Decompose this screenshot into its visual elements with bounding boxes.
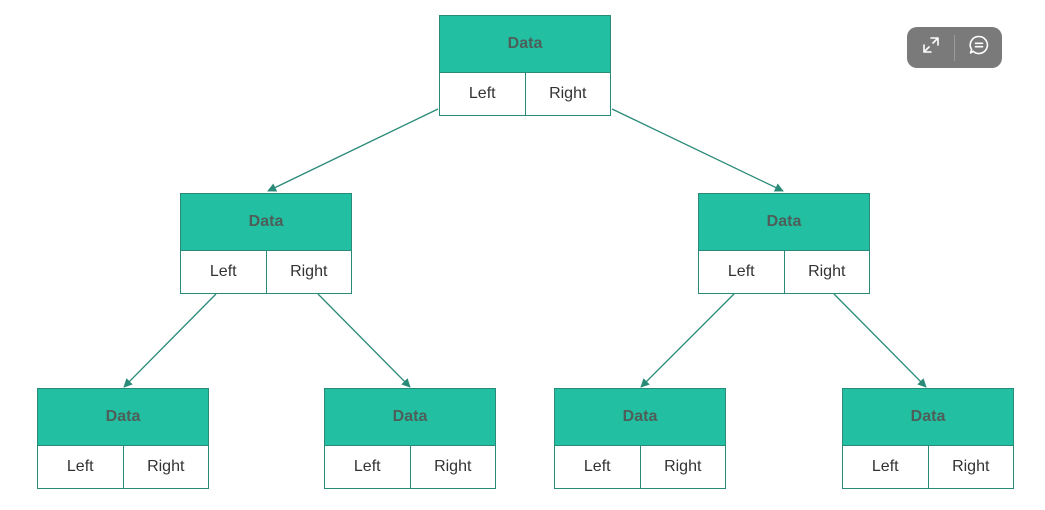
edge-root-right	[611, 108, 784, 192]
node-left-pointer: Left	[325, 446, 411, 488]
node-pointer-row: Left Right	[440, 73, 610, 115]
expand-icon	[921, 35, 941, 60]
tree-node-left[interactable]: Data Left Right	[180, 193, 352, 294]
node-data-cell: Data	[38, 389, 208, 446]
tree-node-root[interactable]: Data Left Right	[439, 15, 611, 116]
node-pointer-row: Left Right	[699, 251, 869, 293]
node-data-cell: Data	[181, 194, 351, 251]
edge-right-rightchild	[833, 293, 927, 388]
node-pointer-row: Left Right	[843, 446, 1013, 488]
node-data-cell: Data	[555, 389, 725, 446]
node-pointer-row: Left Right	[181, 251, 351, 293]
node-pointer-row: Left Right	[38, 446, 208, 488]
node-left-pointer: Left	[699, 251, 785, 293]
edge-left-leftchild	[123, 293, 217, 388]
node-right-pointer: Right	[434, 458, 472, 475]
node-right-pointer: Right	[549, 85, 587, 102]
node-right-pointer: Right	[808, 263, 846, 280]
node-right-pointer: Right	[952, 458, 990, 475]
node-left-pointer: Left	[555, 446, 641, 488]
node-left-pointer: Left	[38, 446, 124, 488]
tree-node-right[interactable]: Data Left Right	[698, 193, 870, 294]
node-right-pointer: Right	[147, 458, 185, 475]
comment-button[interactable]	[955, 27, 1002, 68]
node-pointer-row: Left Right	[555, 446, 725, 488]
node-data-cell: Data	[843, 389, 1013, 446]
node-pointer-row: Left Right	[325, 446, 495, 488]
node-data-cell: Data	[440, 16, 610, 73]
tree-node-right-left[interactable]: Data Left Right	[554, 388, 726, 489]
expand-button[interactable]	[907, 27, 954, 68]
edge-right-leftchild	[640, 293, 735, 388]
node-data-cell: Data	[699, 194, 869, 251]
node-left-pointer: Left	[181, 251, 267, 293]
tree-node-right-right[interactable]: Data Left Right	[842, 388, 1014, 489]
node-left-pointer: Left	[843, 446, 929, 488]
node-right-pointer: Right	[290, 263, 328, 280]
node-data-cell: Data	[325, 389, 495, 446]
comment-icon	[968, 34, 990, 61]
node-left-pointer: Left	[440, 73, 526, 115]
floating-toolbar	[907, 27, 1002, 68]
tree-node-left-right[interactable]: Data Left Right	[324, 388, 496, 489]
tree-node-left-left[interactable]: Data Left Right	[37, 388, 209, 489]
edge-root-left	[267, 108, 439, 192]
toolbar-divider	[954, 34, 955, 61]
node-right-pointer: Right	[664, 458, 702, 475]
edge-left-rightchild	[317, 293, 411, 388]
